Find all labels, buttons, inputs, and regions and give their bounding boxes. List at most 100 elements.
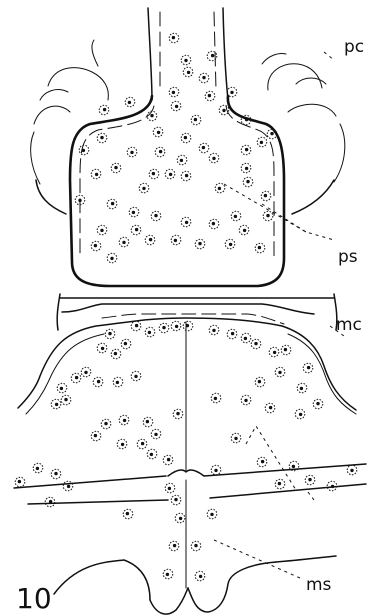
leader-lines	[214, 52, 344, 578]
pore-dot	[126, 512, 129, 515]
pore-dot	[211, 54, 214, 57]
pore-dot	[185, 221, 188, 224]
mesosternum	[18, 318, 356, 476]
pore-dot	[180, 159, 183, 162]
ms-leader-3	[308, 492, 314, 500]
pore-dot	[245, 118, 248, 121]
pore-dot	[172, 36, 175, 39]
pore-dot	[284, 348, 287, 351]
pore-dot	[273, 351, 276, 354]
pore-dot	[67, 485, 70, 488]
pore-dot	[278, 482, 281, 485]
pore-dot	[194, 544, 197, 547]
pore-dot	[194, 118, 197, 121]
pore-dot	[300, 387, 303, 390]
mesocoxal-collar	[57, 294, 337, 330]
pore-dot	[141, 442, 144, 445]
pore-dot	[128, 101, 131, 104]
pore-dot	[261, 460, 264, 463]
pore-dot	[132, 211, 135, 214]
pore-dot	[299, 413, 302, 416]
pore-dot	[212, 157, 215, 160]
pore-dot	[103, 108, 106, 111]
pore-dot	[108, 332, 111, 335]
pore-dot	[186, 324, 189, 327]
label-pc: pc	[344, 37, 364, 57]
label-ms: ms	[306, 575, 332, 595]
pore-dot	[135, 324, 138, 327]
pore-dot	[258, 246, 261, 249]
pore-dot	[95, 173, 98, 176]
pore-dot	[214, 397, 217, 400]
pore-dot	[167, 458, 170, 461]
label-mc: mc	[336, 315, 362, 335]
pore-dot	[123, 419, 126, 422]
pore-dot	[308, 478, 311, 481]
pore-dot	[244, 399, 247, 402]
ms-leader-2	[214, 540, 300, 578]
pore-dot	[94, 434, 97, 437]
pore-dot	[148, 331, 151, 334]
pore-dot	[114, 352, 117, 355]
pore-dot	[150, 453, 153, 456]
pore-dot	[64, 398, 67, 401]
pore-dot	[266, 214, 269, 217]
pore-dot	[208, 94, 211, 97]
pore-dot	[187, 71, 190, 74]
pore-dot	[121, 443, 124, 446]
pore-dot	[229, 243, 232, 246]
pore-dot	[222, 109, 225, 112]
pore-dot	[292, 465, 295, 468]
pore-dot	[244, 337, 247, 340]
pore-dot	[114, 166, 117, 169]
pore-dot	[218, 187, 221, 190]
pore-dot	[307, 366, 310, 369]
pore-dot	[101, 347, 104, 350]
pore-dot	[135, 228, 138, 231]
pore-dot	[212, 222, 215, 225]
pore-dot	[130, 151, 133, 154]
pore-dot	[124, 342, 127, 345]
pore-dot	[159, 150, 162, 153]
pore-dot	[214, 469, 217, 472]
pore-dot	[104, 422, 107, 425]
pore-dot	[210, 513, 213, 516]
pore-dot	[154, 433, 157, 436]
pore-dot	[54, 472, 57, 475]
pore-dot	[157, 131, 160, 134]
pore-dot	[230, 91, 233, 94]
pore-dot	[258, 380, 261, 383]
label-ps: ps	[338, 247, 358, 267]
pore-dot	[100, 229, 103, 232]
pore-dot	[260, 141, 263, 144]
pore-dot	[184, 136, 187, 139]
pore-dot	[154, 214, 157, 217]
pore-dot	[174, 239, 177, 242]
pore-dot	[198, 242, 201, 245]
ps-leader-1	[224, 184, 334, 240]
pore-dot	[100, 136, 103, 139]
pore-dot	[18, 480, 21, 483]
pore-dot	[270, 132, 273, 135]
pc-leader	[324, 52, 334, 60]
figure-number: 10	[16, 582, 52, 615]
pore-dot	[110, 257, 113, 260]
pore-dot	[350, 469, 353, 472]
ms-leader-1	[246, 426, 296, 490]
pore-dot	[78, 199, 81, 202]
pore-dot	[94, 244, 97, 247]
pore-dot	[245, 148, 248, 151]
pore-dot	[175, 325, 178, 328]
pore-dot	[199, 575, 202, 578]
pore-dot	[174, 498, 177, 501]
pore-dot	[254, 342, 257, 345]
pore-dot	[179, 517, 182, 520]
pore-dot	[116, 381, 119, 384]
pore-dot	[111, 202, 114, 205]
pore-dot	[152, 172, 155, 175]
pore-dot	[55, 403, 58, 406]
pore-dot	[84, 371, 87, 374]
pore-dot	[162, 326, 165, 329]
pore-dot	[243, 229, 246, 232]
